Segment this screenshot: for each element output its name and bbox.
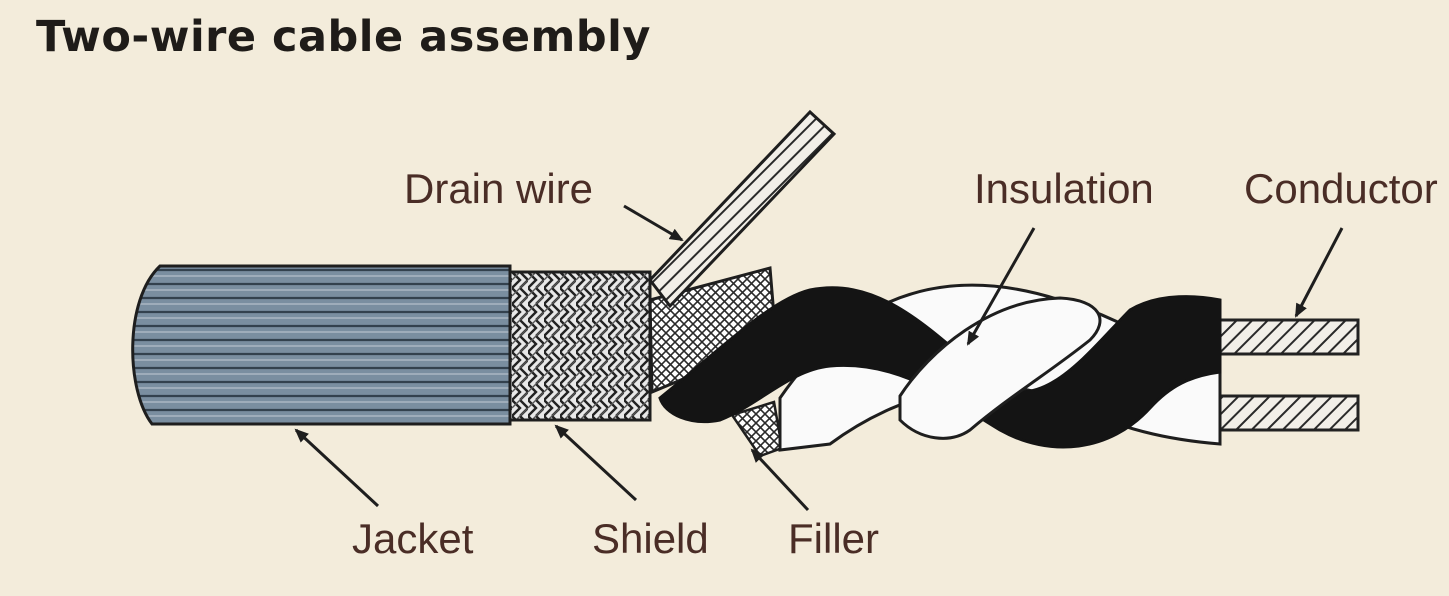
label-filler: Filler [788,515,879,562]
label-conductor: Conductor [1244,165,1438,212]
label-insulation: Insulation [974,165,1154,212]
drain-wire [648,109,837,309]
jacket [131,264,512,426]
callout-arrows [294,204,1344,512]
conductor-top [1198,318,1360,356]
arrow-conductor [1294,227,1344,318]
figure-title: Two-wire cable assembly [36,12,651,62]
label-jacket: Jacket [352,515,474,562]
arrow-drain-wire [623,204,684,242]
insulation-white-crossing [898,296,1102,440]
arrow-insulation [966,227,1036,346]
arrow-filler [750,448,810,512]
label-shield: Shield [592,515,709,562]
arrow-shield [554,424,638,502]
label-drain-wire: Drain wire [404,165,594,212]
shield-braid [508,270,652,422]
conductor-bottom [1198,394,1360,432]
arrow-jacket [294,428,380,508]
conductor-wires [1198,318,1360,432]
